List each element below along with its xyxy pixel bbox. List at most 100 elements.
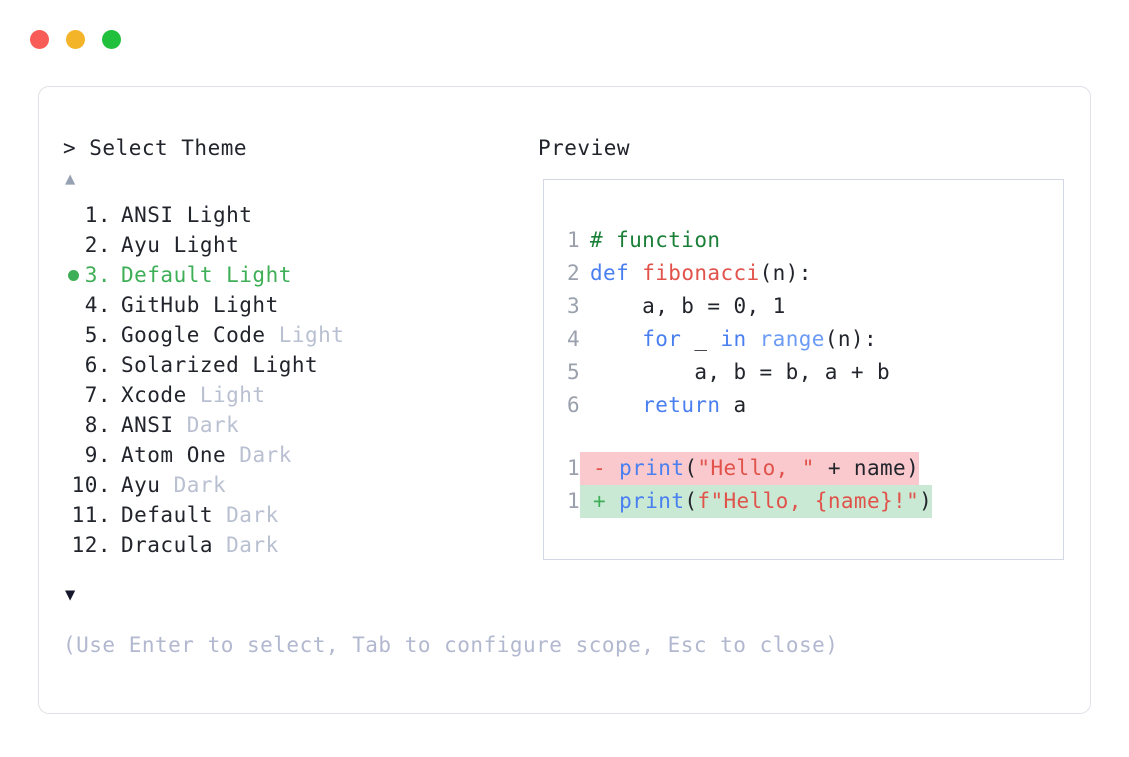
line-number: 1	[566, 489, 580, 513]
diff-line-add: 1 + print(f"Hello, {name}!")	[558, 485, 1059, 518]
theme-name: ANSI	[121, 413, 187, 437]
code-token: return	[642, 393, 721, 417]
code-token	[590, 393, 642, 417]
code-spacer	[558, 422, 1059, 452]
code-token: (n):	[759, 261, 812, 285]
theme-index: 5.	[84, 323, 111, 347]
code-token	[590, 327, 642, 351]
code-token: + name)	[814, 456, 920, 480]
theme-variant-label: Dark	[226, 533, 279, 557]
theme-name: Ayu	[121, 473, 174, 497]
theme-list-item[interactable]: 9.Atom One Dark	[63, 440, 523, 470]
code-token: (	[684, 489, 698, 513]
diff-content: - print("Hello, " + name)	[580, 452, 920, 485]
code-token: a	[720, 393, 747, 417]
theme-list-item[interactable]: 12. Dracula Dark	[63, 530, 523, 560]
theme-variant-label: Light	[278, 323, 345, 347]
scroll-up-icon[interactable]: ▲	[65, 169, 76, 189]
code-token	[747, 327, 760, 351]
line-number: 3	[566, 294, 580, 318]
theme-list-item[interactable]: 3. Default Light	[63, 260, 523, 290]
theme-name: GitHub Light	[121, 293, 279, 317]
code-token: range	[759, 327, 825, 351]
theme-list-item[interactable]: 7. Xcode Light	[63, 380, 523, 410]
window-titlebar	[30, 30, 121, 49]
theme-list-item[interactable]: 5. Google Code Light	[63, 320, 523, 350]
code-token: for	[642, 327, 682, 351]
theme-variant-label: Dark	[173, 473, 227, 497]
code-line: 5 a, b = b, a + b	[558, 356, 1059, 389]
theme-list-item[interactable]: 2. Ayu Light	[63, 230, 523, 260]
code-line: 3 a, b = 0, 1	[558, 290, 1059, 323]
theme-index: 2.	[84, 233, 111, 257]
theme-variant-label: Dark	[239, 443, 292, 467]
code-token: (	[684, 456, 698, 480]
close-button[interactable]	[30, 30, 49, 49]
scroll-down-icon[interactable]: ▼	[65, 585, 76, 605]
diff-sign: -	[580, 456, 620, 480]
theme-index: 4.	[84, 293, 111, 317]
diff-content: + print(f"Hello, {name}!")	[580, 485, 933, 518]
code-token: _	[681, 327, 721, 351]
theme-picker-card: > Select Theme ▲ 1. ANSI Light 2. Ayu Light…	[38, 86, 1091, 714]
line-number: 4	[566, 327, 580, 351]
code-token: "Hello, "	[697, 456, 815, 480]
theme-name: Ayu Light	[121, 233, 240, 257]
code-token: print	[619, 489, 685, 513]
minimize-button[interactable]	[66, 30, 85, 49]
maximize-button[interactable]	[102, 30, 121, 49]
theme-list-item[interactable]: 11. Default Dark	[63, 500, 523, 530]
line-number: 6	[566, 393, 580, 417]
theme-list-item[interactable]: 6. Solarized Light	[63, 350, 523, 380]
theme-name: ANSI Light	[121, 203, 253, 227]
line-number: 5	[566, 360, 580, 384]
code-token: )	[919, 489, 933, 513]
theme-index: 1.	[84, 203, 111, 227]
line-number: 1	[566, 228, 580, 252]
theme-list-item[interactable]: 10. Ayu Dark	[63, 470, 523, 500]
theme-index: 9.	[84, 443, 111, 467]
theme-list-item[interactable]: 8. ANSI Dark	[63, 410, 523, 440]
code-line: 4 for _ in range(n):	[558, 323, 1059, 356]
keyboard-hint: (Use Enter to select, Tab to configure s…	[63, 633, 839, 657]
code-token: def	[590, 261, 643, 285]
theme-list-item[interactable]: 1. ANSI Light	[63, 200, 523, 230]
code-token: in	[720, 327, 747, 351]
theme-name: Google Code	[121, 323, 279, 347]
diff-sign: +	[580, 489, 620, 513]
code-token: fibonacci	[642, 261, 760, 285]
theme-list-item[interactable]: 4. GitHub Light	[63, 290, 523, 320]
theme-index: 7.	[84, 383, 111, 407]
code-token: # function	[590, 228, 721, 252]
code-line: 2 def fibonacci(n):	[558, 257, 1059, 290]
select-theme-prompt: > Select Theme	[63, 136, 248, 160]
code-token: f"Hello, {name}!"	[697, 489, 920, 513]
code-line: 6 return a	[558, 389, 1059, 422]
theme-name: Default	[121, 503, 227, 527]
code-token: (n):	[824, 327, 878, 351]
theme-name: Dracula	[121, 533, 227, 557]
theme-index: 10.	[71, 473, 111, 497]
code-token: print	[619, 456, 685, 480]
theme-name: Xcode	[121, 383, 200, 407]
theme-index: 11.	[71, 503, 111, 527]
theme-name: Default Light	[121, 263, 292, 287]
line-number: 2	[566, 261, 580, 285]
theme-index: 3.	[84, 263, 111, 287]
diff-line-del: 1 - print("Hello, " + name)	[558, 452, 1059, 485]
theme-index: 8.	[84, 413, 111, 437]
code-token: a, b = 0, 1	[590, 294, 786, 318]
preview-title: Preview	[538, 136, 631, 160]
theme-index: 6.	[84, 353, 111, 377]
theme-variant-label: Dark	[186, 413, 240, 437]
line-number: 1	[566, 456, 580, 480]
theme-variant-label: Dark	[226, 503, 279, 527]
theme-list[interactable]: 1. ANSI Light 2. Ayu Light 3. Default Light 4.…	[63, 200, 523, 560]
theme-name: Solarized Light	[121, 353, 319, 377]
selected-bullet-icon	[68, 270, 79, 281]
theme-index: 12.	[71, 533, 111, 557]
theme-variant-label: Light	[199, 383, 266, 407]
